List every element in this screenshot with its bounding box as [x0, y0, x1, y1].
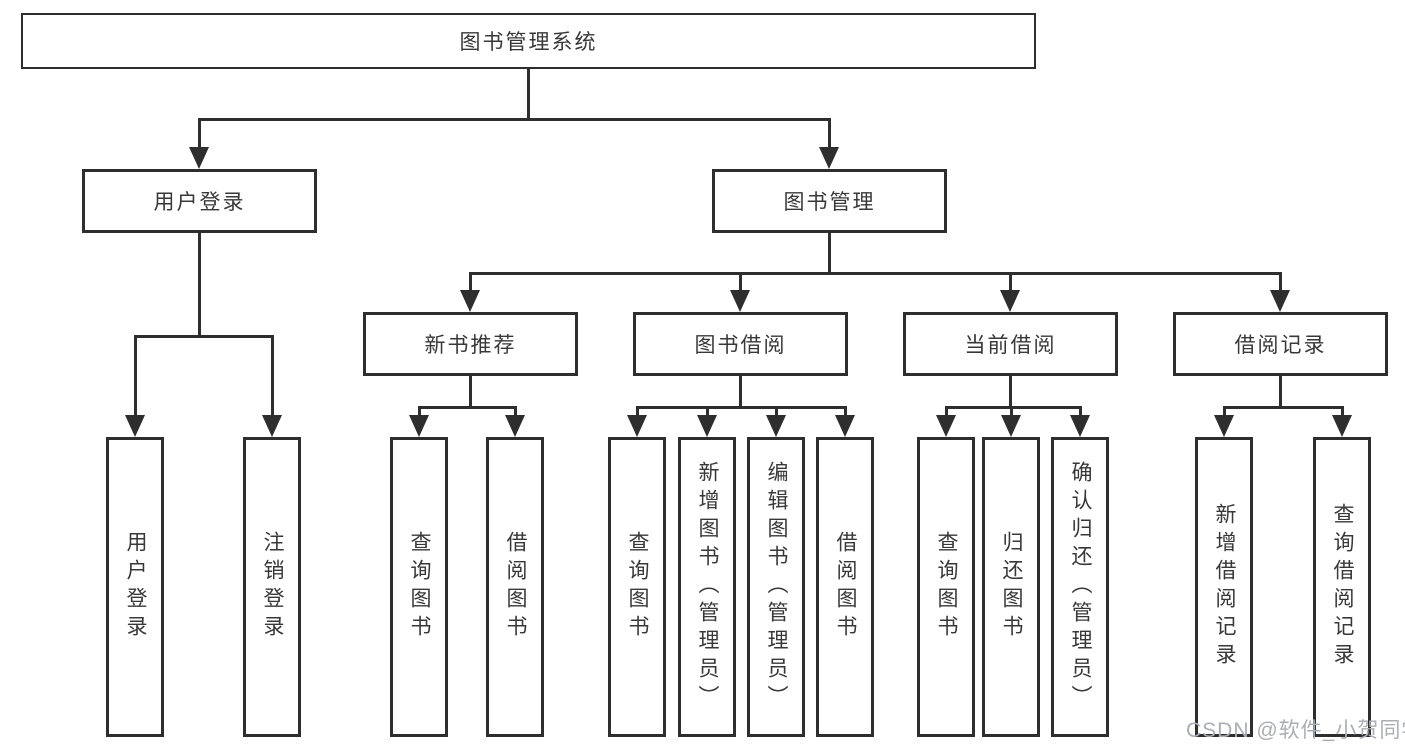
leaf-cb-return-books-label: 归还图书: [1000, 531, 1023, 643]
connector-segment: [468, 272, 472, 293]
connector-segment: [705, 406, 709, 418]
leaf-br-query-record-label: 查询借阅记录: [1331, 503, 1354, 671]
leaf-nb-borrow-books-label: 借阅图书: [504, 531, 527, 643]
leaf-user-login-label: 用户登录: [124, 531, 147, 643]
connector-segment: [417, 406, 421, 418]
connector-segment: [1078, 406, 1082, 418]
arrowhead-down-icon: [766, 415, 786, 437]
node-book-borrowing: 图书借阅: [633, 312, 848, 376]
leaf-user-login: 用户登录: [106, 437, 164, 737]
node-new-book-recommend-label: 新书推荐: [424, 334, 517, 357]
leaf-cb-return-books: 归还图书: [982, 437, 1040, 737]
connector-segment: [1278, 376, 1282, 407]
leaf-br-add-record: 新增借阅记录: [1195, 437, 1253, 737]
leaf-bb-query-books-label: 查询图书: [626, 531, 649, 643]
connector-segment: [526, 69, 530, 118]
connector-segment: [635, 406, 847, 409]
leaf-bb-edit-books-admin-label: 编辑图书（管理员）: [765, 461, 788, 713]
connector-segment: [635, 406, 639, 418]
leaf-cb-query-books-label: 查询图书: [935, 531, 958, 643]
leaf-cb-confirm-return-admin: 确认归还（管理员）: [1051, 437, 1109, 737]
arrowhead-down-icon: [125, 415, 145, 437]
node-root-label: 图书管理系统: [459, 31, 598, 54]
arrowhead-down-icon: [1332, 415, 1352, 437]
node-new-book-recommend: 新书推荐: [363, 312, 578, 376]
leaf-bb-borrow-books-label: 借阅图书: [834, 531, 857, 643]
connector-segment: [468, 272, 1282, 275]
connector-segment: [774, 406, 778, 418]
connector-segment: [1008, 272, 1012, 293]
node-current-borrowing-label: 当前借阅: [964, 334, 1057, 357]
connector-segment: [1008, 376, 1012, 407]
leaf-bb-query-books: 查询图书: [608, 437, 666, 737]
arrowhead-down-icon: [819, 147, 839, 169]
node-borrow-records-label: 借阅记录: [1234, 334, 1327, 357]
arrowhead-down-icon: [505, 415, 525, 437]
leaf-logout-label: 注销登录: [261, 531, 284, 643]
connector-segment: [1222, 406, 1226, 418]
connector-segment: [1009, 406, 1013, 418]
leaf-bb-borrow-books: 借阅图书: [816, 437, 874, 737]
node-current-borrowing: 当前借阅: [903, 312, 1118, 376]
node-user-login: 用户登录: [82, 169, 317, 233]
connector-segment: [197, 118, 201, 152]
arrowhead-down-icon: [1270, 290, 1290, 312]
connector-segment: [944, 406, 1082, 409]
leaf-logout: 注销登录: [243, 437, 301, 737]
connector-segment: [270, 335, 274, 418]
connector-segment: [738, 376, 742, 407]
arrowhead-down-icon: [1000, 290, 1020, 312]
connector-segment: [133, 335, 274, 338]
connector-segment: [197, 233, 201, 336]
connector-segment: [1222, 406, 1344, 409]
connector-segment: [827, 118, 831, 152]
leaf-cb-confirm-return-admin-label: 确认归还（管理员）: [1069, 461, 1092, 713]
leaf-cb-query-books: 查询图书: [917, 437, 975, 737]
arrowhead-down-icon: [1070, 415, 1090, 437]
connector-segment: [738, 272, 742, 293]
leaf-nb-query-books: 查询图书: [390, 437, 448, 737]
connector-segment: [827, 233, 831, 273]
connector-segment: [513, 406, 517, 418]
node-book-management-label: 图书管理: [783, 191, 876, 214]
arrowhead-down-icon: [460, 290, 480, 312]
connector-segment: [1340, 406, 1344, 418]
node-user-login-label: 用户登录: [153, 191, 246, 214]
arrowhead-down-icon: [1001, 415, 1021, 437]
node-borrow-records: 借阅记录: [1173, 312, 1388, 376]
connector-segment: [197, 118, 831, 121]
node-book-management: 图书管理: [712, 169, 947, 233]
node-root: 图书管理系统: [21, 13, 1036, 69]
arrowhead-down-icon: [730, 290, 750, 312]
connector-segment: [133, 335, 137, 418]
arrowhead-down-icon: [1214, 415, 1234, 437]
leaf-bb-add-books-admin: 新增图书（管理员）: [678, 437, 736, 737]
arrowhead-down-icon: [697, 415, 717, 437]
arrowhead-down-icon: [936, 415, 956, 437]
connector-segment: [468, 376, 472, 407]
connector-segment: [417, 406, 517, 409]
connector-segment: [944, 406, 948, 418]
leaf-bb-edit-books-admin: 编辑图书（管理员）: [747, 437, 805, 737]
leaf-br-add-record-label: 新增借阅记录: [1213, 503, 1236, 671]
arrowhead-down-icon: [627, 415, 647, 437]
leaf-bb-add-books-admin-label: 新增图书（管理员）: [696, 461, 719, 713]
connector-segment: [843, 406, 847, 418]
leaf-nb-query-books-label: 查询图书: [408, 531, 431, 643]
arrowhead-down-icon: [262, 415, 282, 437]
leaf-nb-borrow-books: 借阅图书: [486, 437, 544, 737]
arrowhead-down-icon: [189, 147, 209, 169]
arrowhead-down-icon: [835, 415, 855, 437]
arrowhead-down-icon: [409, 415, 429, 437]
leaf-br-query-record: 查询借阅记录: [1313, 437, 1371, 737]
connector-segment: [1278, 272, 1282, 293]
node-book-borrowing-label: 图书借阅: [694, 334, 787, 357]
watermark-text: CSDN @软件_小贺同学: [1186, 719, 1405, 742]
